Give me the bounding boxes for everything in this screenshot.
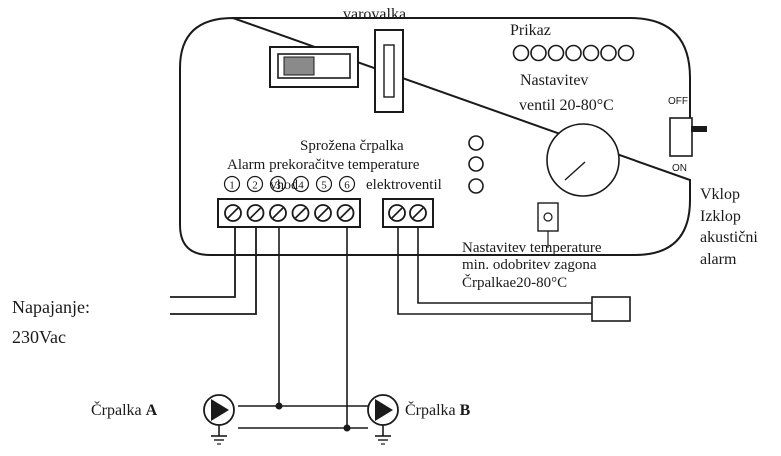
terminal-numbers: 1 2 3 4 5 6 [223,175,356,193]
terminal-screw [291,204,310,222]
power-label-line1: Napajanje: [12,297,90,317]
switch-desc-line3: akustični [700,229,758,246]
terminal-number-text: 1 [229,180,235,192]
terminal-number: 3 [269,175,287,193]
display-led [547,44,565,62]
terminal-number-text: 6 [344,180,350,192]
slide-switch[interactable] [269,46,359,88]
terminal-number: 6 [338,175,356,193]
switch-on-label: ON [672,163,687,174]
terminal-number: 4 [292,175,310,193]
temperature-sensor [591,296,631,322]
display-led [565,44,582,62]
pump-a-symbol [203,394,235,445]
alarm-toggle-switch[interactable] [669,117,707,157]
power-wires [170,227,257,315]
electrovalve-label: elektroventil [366,177,442,193]
terminal-screw [246,204,265,222]
temp-setting-line2: min. odobritev zagona [462,257,597,273]
led-electrovalve [468,178,484,194]
terminal-number: 1 [223,175,241,193]
display-label: Prikaz [510,22,551,39]
terminal-screw [269,204,287,222]
pump-triggered-label: Sprožena črpalka [300,138,404,154]
junction-dot-2 [343,424,351,432]
power-label-line2: 230Vac [12,327,66,347]
display-led [600,44,617,62]
terminal-block-valve [382,198,434,228]
alarm-overtemp-label: Alarm prekoračitve temperature [227,157,420,173]
terminal-number: 5 [315,175,333,193]
terminal-number-text: 2 [252,180,258,192]
terminal-number-text: 4 [298,180,304,192]
terminal-block-main [217,198,361,228]
pump-b-label: Črpalka B [405,400,471,419]
pump-b-symbol [367,394,399,445]
fuse-holder [374,29,404,113]
temp-setting-line3: Črpalkae20-80°C [462,274,567,291]
terminal-screw [336,204,355,222]
switch-desc-line2: Izklop [700,208,741,225]
switch-off-label: OFF [668,96,688,107]
terminal-number-text: 3 [275,180,281,192]
pump-wires [238,227,368,429]
terminal-number: 2 [246,175,264,193]
valve-setting-line2: ventil 20-80°C [519,97,614,114]
display-led [512,44,530,62]
temp-setting-trimmer[interactable] [537,202,559,248]
switch-desc-line4: alarm [700,251,737,268]
terminal-screw [224,204,242,222]
valve-setting-line1: Nastavitev [520,72,588,89]
fuse-label: varovalka [343,6,406,23]
display-led [582,44,600,62]
electrovalve-wires [397,227,592,315]
pump-a-label: Črpalka A [91,400,158,419]
led-pump-triggered [468,135,484,151]
terminal-screw [409,204,427,222]
temp-setting-line1: Nastavitev temperature [462,240,602,256]
terminal-screw [388,204,406,222]
terminal-number-text: 5 [321,180,327,192]
led-alarm [468,156,484,172]
potentiometer-knob[interactable] [546,123,620,197]
terminal-screw [314,204,332,222]
display-led [530,44,547,62]
controller-housing [179,16,691,256]
junction-dot-1 [275,402,283,410]
display-led [617,44,635,62]
display-leds [512,44,635,62]
input-label: vhod [270,178,298,193]
switch-desc-line1: Vklop [700,186,740,203]
